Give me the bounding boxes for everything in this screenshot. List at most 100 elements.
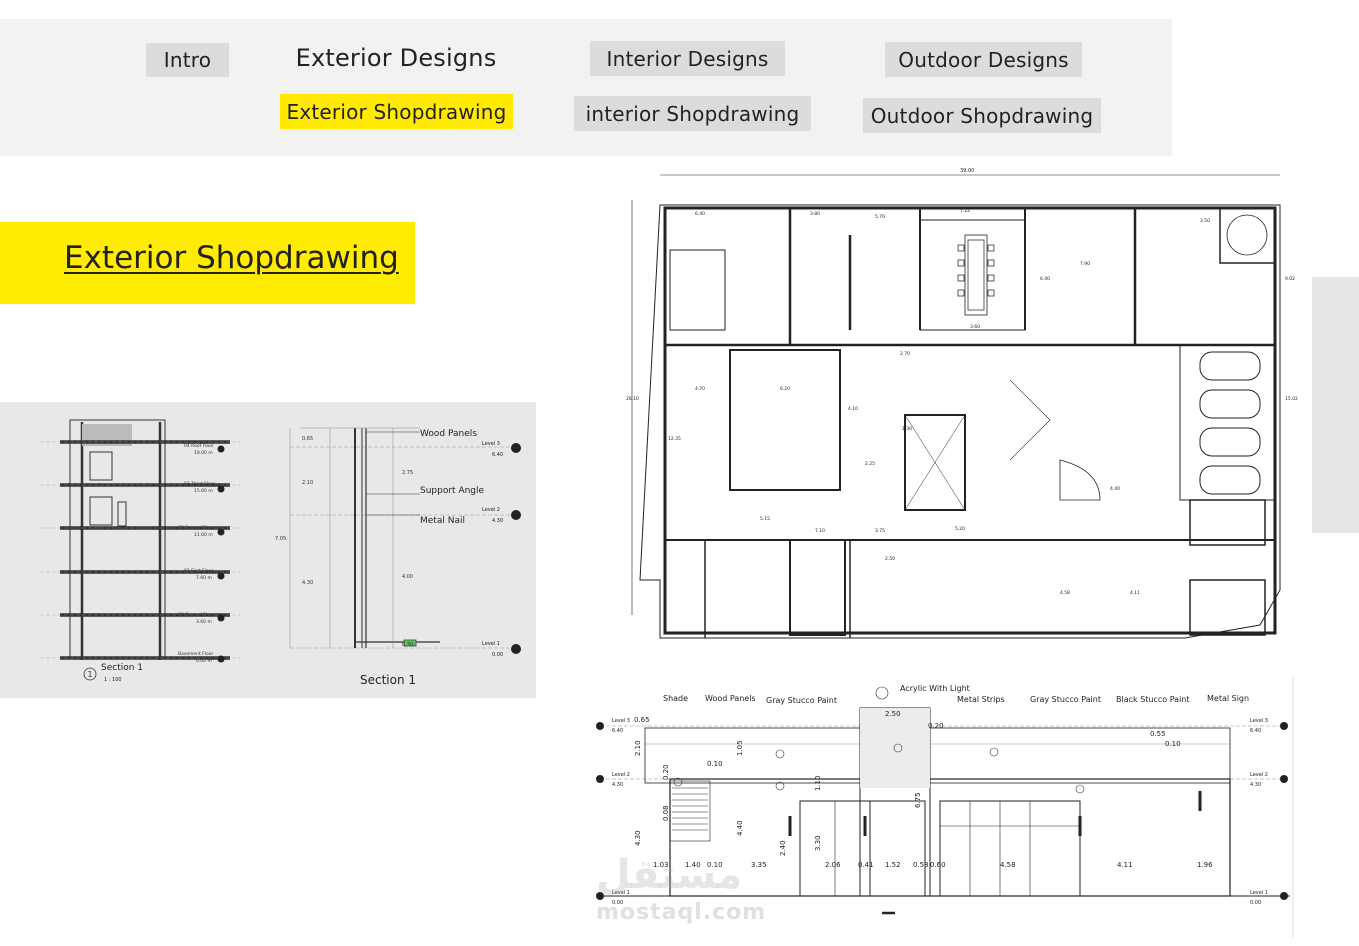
label-wood-panels: Wood Panels — [420, 429, 477, 439]
svg-text:0.41: 0.41 — [858, 861, 874, 869]
svg-text:2.50: 2.50 — [885, 556, 895, 562]
parking-car-icons — [1199, 351, 1261, 495]
svg-text:0.10: 0.10 — [1165, 740, 1181, 748]
dim: 0.65 — [302, 436, 313, 442]
svg-text:4.58: 4.58 — [1060, 590, 1070, 596]
svg-text:0.55: 0.55 — [1150, 730, 1166, 738]
elevation-material-labels: Shade Wood Panels Gray Stucco Paint Acry… — [663, 684, 1249, 705]
level-label: Level 1 — [482, 641, 500, 647]
svg-text:Level 2: Level 2 — [1250, 772, 1268, 778]
section-left-level-labels: 04 Roof Floor 19.00 m 03 Third Floor 15.… — [178, 443, 215, 664]
nav-exterior-shopdrawing[interactable]: Exterior Shopdrawing — [280, 94, 513, 129]
svg-text:Level 3: Level 3 — [612, 718, 630, 724]
facade-material-labels: Wood Panels Support Angle Metal Nail — [420, 429, 485, 526]
svg-text:1.05: 1.05 — [736, 740, 744, 756]
elevation-bottom-dimensions: 1.03 1.40 0.10 3.35 2.06 0.41 1.52 0.58 … — [653, 861, 1213, 869]
level-elevation: 0.00 m — [196, 658, 212, 664]
floor-plan-walls — [631, 174, 1281, 639]
nav-interior-designs[interactable]: Interior Designs — [590, 41, 785, 76]
section-title: Exterior Shopdrawing — [64, 240, 399, 276]
svg-text:0.00: 0.00 — [1250, 900, 1261, 906]
svg-text:7.90: 7.90 — [1080, 261, 1090, 267]
svg-text:4.58: 4.58 — [1000, 861, 1016, 869]
facade-section-right — [289, 427, 520, 649]
svg-text:3.30: 3.30 — [814, 835, 822, 851]
svg-text:1.96: 1.96 — [1197, 861, 1213, 869]
elevation-top-dimensions: 0.65 2.50 0.10 0.20 0.55 0.10 — [634, 710, 1181, 768]
section-number: 1 — [88, 670, 93, 679]
elevation-level-marker-icons — [596, 722, 1288, 900]
svg-text:0.00: 0.00 — [612, 900, 623, 906]
svg-text:6.40: 6.40 — [1040, 276, 1050, 282]
svg-text:0.20: 0.20 — [662, 764, 670, 780]
facade-level-marker-icons — [511, 443, 521, 654]
svg-text:5.20: 5.20 — [955, 526, 965, 532]
svg-text:7.22: 7.22 — [960, 208, 970, 214]
level-elevation: 4.30 — [492, 518, 503, 524]
level-marker-icons — [217, 445, 225, 663]
label-black-stucco: Black Stucco Paint — [1116, 695, 1190, 704]
svg-text:1.52: 1.52 — [885, 861, 901, 869]
facade-dimension-labels: 0.65 2.10 2.75 7.05 4.30 4.00 0.30 — [275, 436, 413, 648]
level-elevation: 6.40 — [492, 452, 503, 458]
svg-text:3.80: 3.80 — [810, 211, 820, 217]
svg-text:3.60: 3.60 — [970, 324, 980, 330]
nav-intro[interactable]: Intro — [146, 43, 229, 77]
level-label: 01 First Floor — [184, 568, 213, 574]
dim: 2.10 — [302, 480, 313, 486]
level-label: Basement Floor — [178, 651, 214, 657]
svg-text:4.40: 4.40 — [1110, 486, 1120, 492]
dining-table-icon — [957, 239, 995, 311]
facade-level-labels: Level 3 6.40 Level 2 4.30 Level 1 0.00 — [482, 441, 503, 658]
label-gray-stucco-2: Gray Stucco Paint — [1030, 695, 1101, 704]
svg-text:3.35: 3.35 — [751, 861, 767, 869]
svg-text:9.02: 9.02 — [1285, 276, 1295, 282]
svg-text:2.10: 2.10 — [634, 740, 642, 756]
svg-text:6.20: 6.20 — [780, 386, 790, 392]
svg-text:2.40: 2.40 — [779, 840, 787, 856]
dim: 2.75 — [402, 470, 413, 476]
svg-text:12.35: 12.35 — [668, 436, 681, 442]
svg-text:1.03: 1.03 — [653, 861, 669, 869]
level-elevation: 3.60 m — [196, 619, 212, 625]
svg-text:0.10: 0.10 — [707, 861, 723, 869]
plan-top-dimension: 39.00 — [960, 168, 974, 174]
label-support-angle: Support Angle — [420, 486, 485, 496]
level-elevation: 11.60 m — [194, 532, 213, 538]
side-scroll-tab[interactable] — [1312, 277, 1359, 533]
level-label: 00 Ground Floor — [178, 612, 214, 618]
label-metal-sign: Metal Sign — [1207, 694, 1249, 703]
dim: 7.05 — [275, 536, 286, 542]
section-number-icon — [83, 667, 97, 681]
nav-outdoor-designs[interactable]: Outdoor Designs — [885, 42, 1082, 77]
label-wood-panels: Wood Panels — [705, 694, 756, 703]
elevation-callout-icons — [673, 686, 1085, 794]
svg-text:4.30: 4.30 — [1250, 782, 1261, 788]
label-acrylic-light: Acrylic With Light — [900, 684, 970, 693]
svg-text:4.10: 4.10 — [848, 406, 858, 412]
elevation-lines — [600, 676, 1294, 938]
level-label: 02 Second Floor — [178, 525, 214, 531]
label-metal-nail: Metal Nail — [420, 516, 465, 526]
svg-text:1.40: 1.40 — [685, 861, 701, 869]
svg-text:0.20: 0.20 — [928, 722, 944, 730]
svg-text:4.40: 4.40 — [736, 820, 744, 836]
svg-text:6.75: 6.75 — [914, 792, 922, 808]
dim: 0.30 — [402, 642, 413, 648]
svg-text:6.40: 6.40 — [612, 728, 623, 734]
svg-text:7.10: 7.10 — [815, 528, 825, 534]
svg-text:26.10: 26.10 — [626, 396, 639, 402]
svg-text:0.10: 0.10 — [707, 760, 723, 768]
svg-text:4.30: 4.30 — [634, 830, 642, 846]
nav-interior-shopdrawing[interactable]: interior Shopdrawing — [574, 96, 811, 131]
svg-text:4.11: 4.11 — [1130, 590, 1140, 596]
nav-outdoor-shopdrawing[interactable]: Outdoor Shopdrawing — [863, 98, 1101, 133]
svg-text:3.75: 3.75 — [875, 528, 885, 534]
svg-text:4.11: 4.11 — [1117, 861, 1133, 869]
nav-exterior-designs[interactable]: Exterior Designs — [295, 44, 497, 72]
level-label: Level 2 — [482, 507, 500, 513]
level-elevation: 15.60 m — [194, 488, 213, 494]
level-label: 03 Third Floor — [184, 481, 215, 487]
label-metal-strips: Metal Strips — [957, 695, 1005, 704]
svg-text:2.06: 2.06 — [825, 861, 841, 869]
